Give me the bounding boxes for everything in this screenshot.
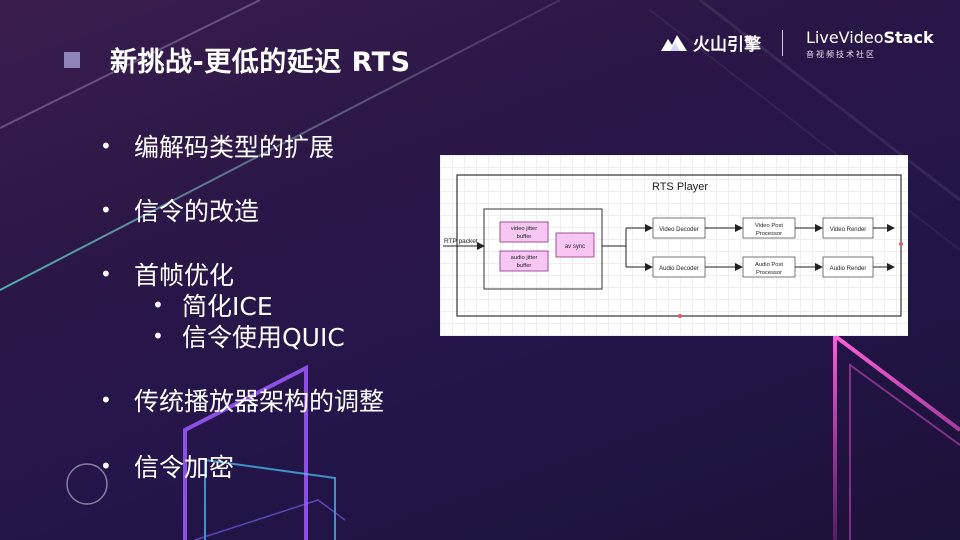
bullet-dot: •: [100, 388, 112, 412]
livevideostack-logo-text-a: LiveVideo: [806, 28, 884, 47]
bullet-dot: •: [152, 293, 164, 317]
livevideostack-logo-text-b: Stack: [883, 28, 934, 47]
bullet-text: 信令加密: [134, 453, 235, 482]
bullet-text: 编解码类型的扩展: [134, 133, 335, 162]
bullet-dot: •: [100, 262, 112, 286]
logo-divider: [782, 30, 783, 56]
input-label: RTP packet: [444, 238, 478, 245]
livevideostack-logo: LiveVideoStack 音视频技术社区: [806, 28, 934, 60]
bullet-item: • 信令的改造: [100, 192, 259, 228]
video-jitter-label-2: buffer: [517, 234, 532, 240]
av-sync-module: [555, 232, 595, 258]
audio-decoder-label: Audio Decoder: [659, 266, 699, 272]
bullet-dot: •: [152, 324, 164, 348]
volcengine-logo-text: 火山引擎: [693, 34, 761, 55]
audio-jitter-label-1: audio jitter: [511, 255, 538, 261]
bullet-text: 首帧优化: [134, 261, 235, 290]
video-jitter-buffer: [499, 221, 549, 243]
diagram-title: RTS Player: [652, 181, 708, 193]
bullet-item: • 信令加密: [100, 448, 234, 484]
video-jitter-label-1: video jitter: [511, 226, 537, 232]
title-marker: [64, 52, 80, 68]
sub-bullet-item: • 信令使用QUIC: [152, 318, 345, 354]
sub-bullet-text: 简化ICE: [182, 292, 273, 321]
player-container: [456, 174, 902, 317]
bullet-text: 信令的改造: [134, 197, 260, 226]
av-sync-label: av sync: [565, 244, 585, 250]
video-decoder-label: Video Decoder: [659, 227, 699, 233]
bullet-item: • 编解码类型的扩展: [100, 128, 334, 164]
audio-render-label: Audio Render: [830, 266, 867, 272]
video-post-label-2: Processor: [756, 231, 782, 237]
selection-handle-icon: [678, 314, 682, 318]
audio-post-label-2: Processor: [756, 270, 782, 276]
mountain-logo-icon: [661, 35, 687, 51]
bullet-dot: •: [100, 454, 112, 478]
livevideostack-logo-subtitle: 音视频技术社区: [806, 50, 876, 59]
audio-post-label-1: Audio Post: [755, 262, 783, 268]
bullet-item: • 传统播放器架构的调整: [100, 382, 384, 418]
bullet-item: • 首帧优化: [100, 256, 234, 292]
volcengine-logo: 火山引擎: [661, 30, 761, 55]
slide-title: 新挑战-更低的延迟 RTS: [110, 47, 411, 78]
audio-jitter-buffer: [499, 250, 549, 272]
bullet-text: 传统播放器架构的调整: [134, 387, 385, 416]
bullet-dot: •: [100, 198, 112, 222]
selection-handle-icon: [899, 242, 903, 246]
diagram-canvas: RTS Player RTP packet video jitter buffe…: [443, 174, 903, 318]
bullet-dot: •: [100, 134, 112, 158]
sub-bullet-item: • 简化ICE: [152, 287, 273, 323]
video-post-label-1: Video Post: [755, 223, 783, 229]
rts-player-diagram: RTS Player RTP packet video jitter buffe…: [440, 155, 908, 336]
video-render-label: Video Render: [830, 227, 867, 233]
audio-jitter-label-2: buffer: [517, 263, 532, 269]
sub-bullet-text: 信令使用QUIC: [182, 323, 345, 352]
